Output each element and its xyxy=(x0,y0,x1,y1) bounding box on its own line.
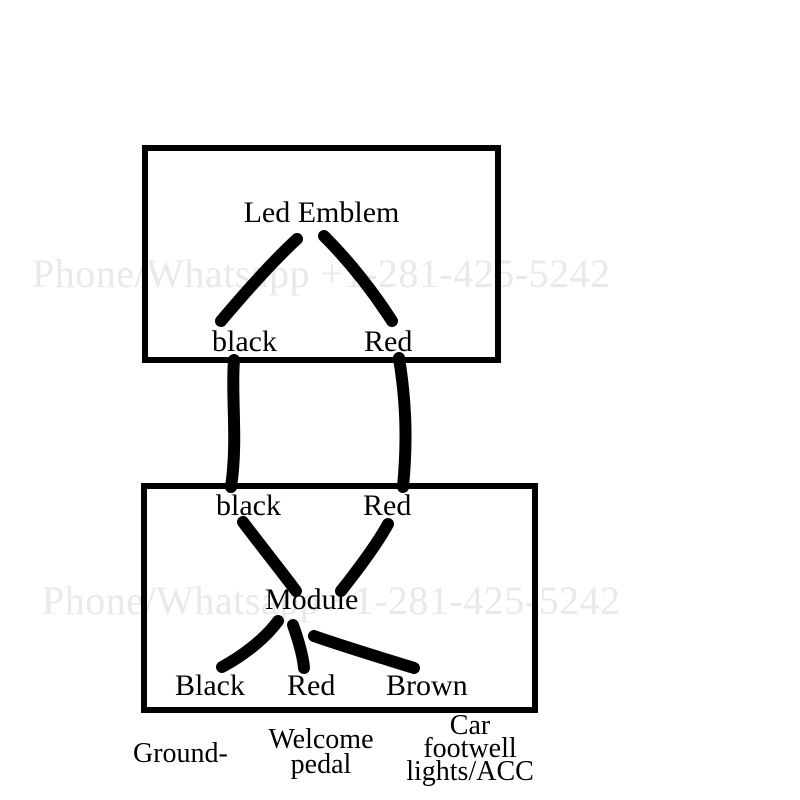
car-footwell-line2: footwell xyxy=(423,733,517,764)
module-box xyxy=(141,483,538,713)
car-footwell-label: Car footwell lights/ACC xyxy=(395,712,545,786)
emblem-black-wire-label: black xyxy=(212,325,277,358)
welcome-pedal-line1: Welcome xyxy=(268,724,374,755)
car-footwell-line1: Car xyxy=(449,710,491,741)
emblem-red-wire-label: Red xyxy=(364,325,413,358)
module-title: Module xyxy=(265,583,359,616)
wire-connector-red xyxy=(393,352,412,493)
wire-connector-black xyxy=(225,354,241,493)
module-output-red-label: Red xyxy=(287,669,336,702)
welcome-pedal-label: Welcome pedal xyxy=(250,724,392,780)
module-input-red-label: Red xyxy=(363,489,412,522)
module-input-black-label: black xyxy=(216,489,281,522)
led-emblem-title: Led Emblem xyxy=(243,196,400,229)
led-emblem-box xyxy=(142,145,501,363)
module-output-black-label: Black xyxy=(175,669,245,702)
car-footwell-line3: lights/ACC xyxy=(406,756,534,787)
welcome-pedal-line2: pedal xyxy=(290,749,352,780)
module-output-brown-label: Brown xyxy=(386,669,468,702)
ground-label: Ground- xyxy=(133,738,228,769)
